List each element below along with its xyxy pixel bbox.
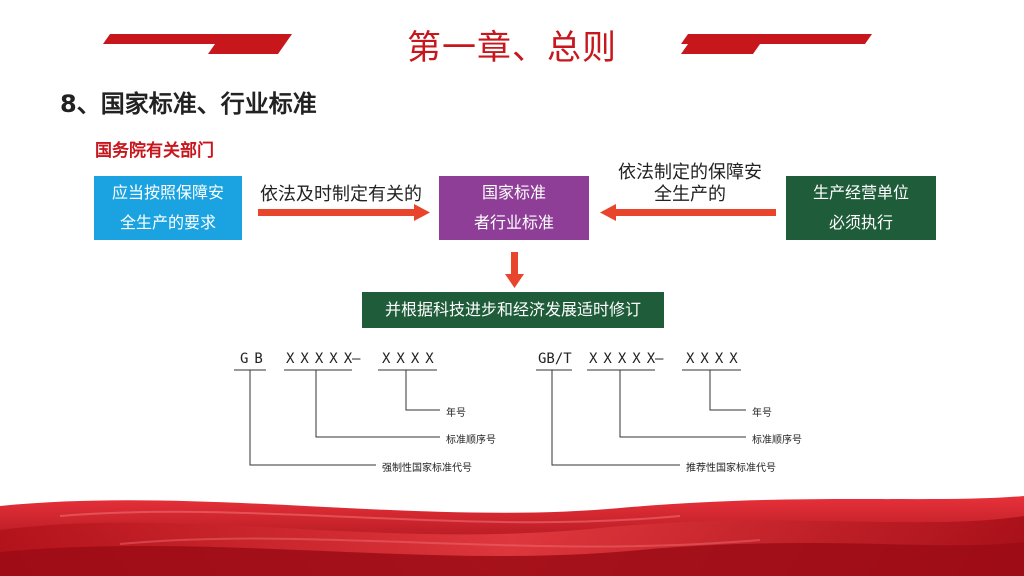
center-standard-box: 国家标准 者行业标准 — [439, 176, 589, 240]
flow-arrows — [258, 204, 776, 288]
revision-banner: 并根据科技进步和经济发展适时修订 — [362, 292, 664, 328]
left-pointing-arrow — [600, 204, 776, 221]
right-box-line1: 生产经营单位 — [812, 183, 909, 202]
gbt-year: XXXX — [686, 351, 744, 367]
red-ribbon-decoration — [0, 496, 1024, 576]
right-arrow-label-line2: 全生产的 — [654, 184, 726, 205]
code-bracket-lines — [234, 369, 746, 466]
gbt-seq-label: 标准顺序号 — [752, 435, 802, 446]
right-box-line2: 必须执行 — [828, 213, 893, 232]
right-red-stripe-lower — [681, 44, 760, 54]
gbt-prefix-label: 推荐性国家标准代号 — [686, 463, 776, 474]
department-label: 国务院有关部门 — [95, 141, 214, 161]
right-pointing-arrow — [258, 204, 430, 221]
gb-dash: — — [352, 351, 367, 367]
gb-prefix-label: 强制性国家标准代号 — [382, 463, 472, 474]
gbt-bracket-lines — [536, 369, 746, 466]
down-pointing-arrow — [505, 252, 524, 288]
left-box-line1: 应当按照保障安 — [111, 183, 224, 202]
right-execution-box: 生产经营单位 必须执行 — [786, 176, 936, 240]
gb-bracket-lines — [234, 369, 440, 466]
gbt-dash: — — [655, 351, 670, 367]
page-title: 第一章、总则 — [407, 28, 617, 68]
header-decoration — [103, 34, 872, 54]
left-red-stripe-lower — [208, 44, 285, 54]
gbt-prefix: GB/T — [538, 351, 572, 367]
left-requirement-box: 应当按照保障安 全生产的要求 — [94, 176, 242, 240]
left-box-line2: 全生产的要求 — [119, 213, 216, 232]
right-red-stripe — [681, 34, 872, 44]
gbt-year-label: 年号 — [752, 408, 772, 419]
left-red-stripe — [103, 34, 292, 44]
gbt-sequence: XXXXX — [589, 351, 662, 367]
right-arrow-label: 依法制定的保障安 全生产的 — [600, 162, 780, 206]
section-subtitle: 8、国家标准、行业标准 — [60, 90, 317, 118]
left-arrow-label: 依法及时制定有关的 — [260, 184, 422, 205]
gb-year-label: 年号 — [446, 408, 466, 419]
gb-sequence: XXXXX — [286, 351, 359, 367]
center-box-line2: 者行业标准 — [473, 213, 554, 232]
gb-seq-label: 标准顺序号 — [446, 435, 496, 446]
center-box-line1: 国家标准 — [481, 183, 546, 202]
right-arrow-label-line1: 依法制定的保障安 — [618, 162, 762, 183]
gb-prefix: GB — [240, 351, 269, 367]
gb-year: XXXX — [382, 351, 440, 367]
